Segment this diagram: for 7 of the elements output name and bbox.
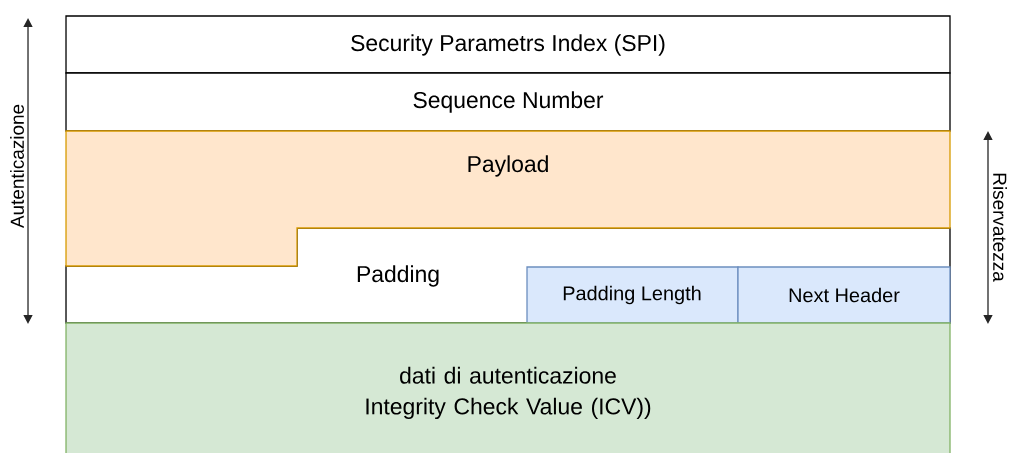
- field-box: Next Header: [737, 266, 951, 324]
- field-box: dati di autenticazione Integrity Check Value (ICV)): [65, 322, 951, 453]
- field-box: Security Parametrs Index (SPI): [65, 15, 951, 74]
- field-box: Padding Length: [526, 266, 739, 324]
- field-box: Sequence Number: [65, 72, 951, 132]
- side-label: Riservatezza: [993, 173, 1007, 282]
- side-label: Autenticazione: [10, 104, 24, 229]
